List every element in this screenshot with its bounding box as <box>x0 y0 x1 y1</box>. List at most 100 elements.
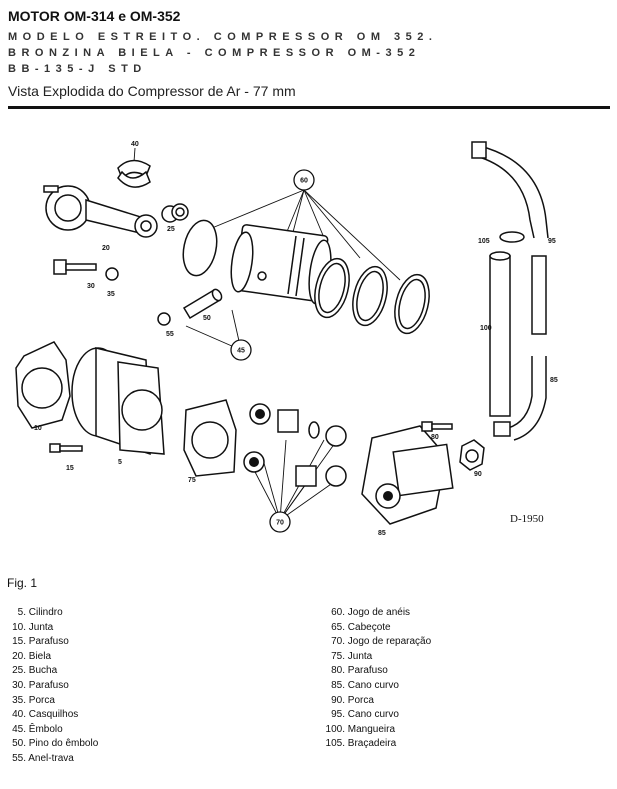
repair-kit-parts <box>243 403 347 487</box>
bolt-30-part <box>53 259 97 275</box>
legend-item-number: 95. <box>331 709 345 721</box>
part-label-35: 35 <box>107 291 115 298</box>
legend-item-name: Bucha <box>28 665 58 677</box>
bolt-80-part <box>421 421 453 432</box>
legend-item-name: Cano curvo <box>347 679 399 691</box>
callout-70: 70 <box>269 511 291 533</box>
legend-item: 40. Casquilhos <box>2 708 98 723</box>
pipe-section-part <box>531 255 547 335</box>
part-label-100: 100 <box>480 325 492 332</box>
part-label-55: 55 <box>166 331 174 338</box>
legend-item-number: 10. <box>12 621 26 633</box>
legend-item-name: Êmbolo <box>28 723 63 735</box>
legend-item: 5. Cilindro <box>2 606 98 621</box>
legend-item-number: 70. <box>331 636 345 648</box>
legend-item-number: 105. <box>325 738 345 750</box>
legend-item: 85. Cano curvo <box>305 679 431 694</box>
legend-item: 100. Mangueira <box>305 723 431 738</box>
figure-label: Fig. 1 <box>7 576 38 590</box>
part-labels: 40 20 25 30 35 50 55 10 5 15 75 80 90 85… <box>34 141 558 537</box>
part-label-50: 50 <box>203 315 211 322</box>
bent-pipe-95-part <box>471 141 549 239</box>
legend-item-name: Jogo de anéis <box>347 607 411 618</box>
bearing-shells-part <box>117 159 151 188</box>
legend-item-number: 40. <box>12 709 26 721</box>
legend-item-name: Cabeçote <box>347 621 391 633</box>
legend-item: 80. Parafuso <box>305 664 431 679</box>
hose-part <box>489 251 511 417</box>
clamp-part <box>499 231 525 243</box>
legend-item: 95. Cano curvo <box>305 708 431 723</box>
legend-item-number: 35. <box>12 694 26 706</box>
piston-ring-single-part <box>182 219 218 277</box>
legend-item-name: Pino do êmbolo <box>28 738 99 750</box>
legend-item-number: 30. <box>12 679 26 691</box>
part-label-5: 5 <box>118 459 122 466</box>
part-label-10: 10 <box>34 425 42 432</box>
svg-text:70: 70 <box>276 520 284 527</box>
legend-item: 70. Jogo de reparação <box>305 635 431 650</box>
legend-item-number: 15. <box>12 636 26 648</box>
cylinder-part <box>71 347 165 456</box>
connecting-rod-part <box>43 185 158 238</box>
legend-item-name: Casquilhos <box>28 709 79 721</box>
legend-item-number: 60. <box>331 607 345 618</box>
legend-item-name: Porca <box>347 694 374 706</box>
legend-item-name: Jogo de reparação <box>347 636 432 648</box>
part-label-40: 40 <box>131 141 139 148</box>
legend-item-number: 45. <box>12 723 26 735</box>
legend-item-number: 25. <box>12 665 26 677</box>
title-rule <box>8 106 610 109</box>
legend-item-name: Parafuso <box>28 636 69 648</box>
legend-item-number: 20. <box>12 650 26 662</box>
legend-item-name: Porca <box>28 694 55 706</box>
legend-item-number: 80. <box>331 665 345 677</box>
nut-90-part <box>459 439 485 471</box>
part-label-75: 75 <box>188 477 196 484</box>
part-label-80: 80 <box>431 434 439 441</box>
part-label-30: 30 <box>87 283 95 290</box>
legend-item-name: Anel-trava <box>28 752 74 764</box>
legend-item-number: 75. <box>331 650 345 662</box>
legend-item-number: 55. <box>12 752 26 764</box>
gasket-10-part <box>15 341 71 429</box>
legend-item-number: 85. <box>331 679 345 691</box>
page-title: MOTOR OM-314 e OM-352 <box>8 8 181 24</box>
callout-60: 60 <box>293 169 315 191</box>
bearing-line: BRONZINA BIELA - COMPRESSOR OM-352 <box>8 47 421 59</box>
part-label-105: 105 <box>478 238 490 245</box>
legend-item: 65. Cabeçote <box>305 621 431 636</box>
legend-item-number: 50. <box>12 738 26 750</box>
part-label-25: 25 <box>167 226 175 233</box>
legend-item-number: 90. <box>331 694 345 706</box>
legend-item-number: 100. <box>325 723 345 735</box>
legend-item: 75. Junta <box>305 650 431 665</box>
svg-text:60: 60 <box>300 178 308 185</box>
screw-15-part <box>49 443 83 453</box>
legend-item-number: 5. <box>17 607 26 618</box>
legend-item: 55. Anel-trava <box>2 752 98 767</box>
part-label-85-head: 85 <box>378 530 386 537</box>
page-subtitle: Vista Explodida do Compressor de Ar - 77… <box>8 83 296 99</box>
part-label-85-pipe: 85 <box>550 377 558 384</box>
gasket-75-part <box>183 399 237 477</box>
legend-item: 90. Porca <box>305 694 431 709</box>
leader-lines <box>133 147 401 521</box>
legend-item-name: Junta <box>28 621 54 633</box>
piston-pin-part <box>182 288 223 320</box>
part-code-line: BB-135-J STD <box>8 63 147 75</box>
legend-item-number: 65. <box>331 621 345 633</box>
legend-item-name: Cano curvo <box>347 709 399 721</box>
callout-45: 45 <box>230 339 252 361</box>
legend-item: 35. Porca <box>2 694 98 709</box>
part-label-95: 95 <box>548 238 556 245</box>
legend-item-name: Parafuso <box>347 665 388 677</box>
exploded-view-diagram: 60 45 70 40 20 25 30 35 50 55 10 5 15 75… <box>15 141 558 537</box>
legend-item: 10. Junta <box>2 621 98 636</box>
drawing-code: D-1950 <box>510 513 544 525</box>
legend-item: 25. Bucha <box>2 664 98 679</box>
part-label-20: 20 <box>102 245 110 252</box>
legend-item-name: Biela <box>28 650 52 662</box>
